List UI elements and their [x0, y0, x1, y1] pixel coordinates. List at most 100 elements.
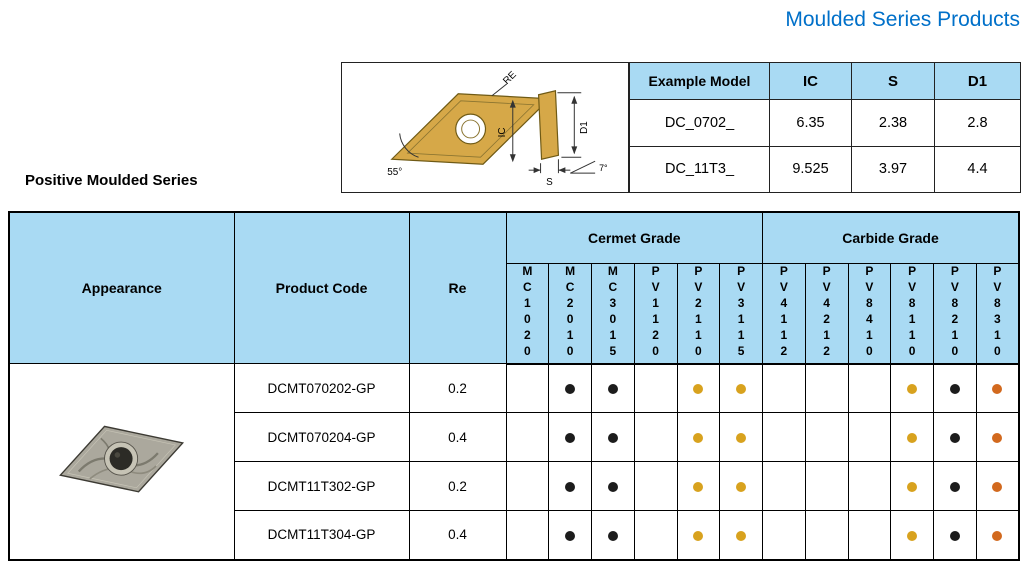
dot-cell — [762, 363, 806, 413]
col-header-carbide-grade: Carbide Grade — [762, 211, 1020, 264]
dot-cell — [890, 510, 934, 560]
dot-cell — [762, 510, 806, 560]
grade-label: PV1120 — [648, 263, 663, 360]
spec-row: DC_0702_ 6.35 2.38 2.8 — [629, 99, 1021, 147]
grade-col-pv1120: PV1120 — [633, 262, 678, 365]
dot-cell — [890, 363, 934, 413]
spec-d1-cell: 2.8 — [934, 99, 1021, 147]
dot-cell — [591, 461, 635, 511]
product-code-cell: DCMT070204-GP — [233, 412, 410, 462]
grade-dot — [992, 530, 1003, 541]
dot-cell — [633, 412, 678, 462]
dot-cell — [505, 461, 550, 511]
spec-d1-cell: 4.4 — [934, 145, 1021, 193]
dot-cell — [847, 412, 892, 462]
dot-cell — [548, 363, 592, 413]
dot-cell — [975, 510, 1020, 560]
dot-cell — [719, 412, 763, 462]
dot-cell — [719, 363, 763, 413]
dot-cell — [762, 461, 806, 511]
dot-cell — [890, 412, 934, 462]
table-row: DCMT070202-GP 0.2 — [8, 363, 1020, 560]
grade-dot — [992, 432, 1003, 443]
grade-dot — [992, 384, 1003, 395]
dot-cell — [676, 510, 721, 560]
col-header-product-code: Product Code — [233, 211, 410, 364]
grade-label: PV8310 — [990, 263, 1005, 360]
re-cell: 0.2 — [408, 363, 507, 413]
insert-dimension-diagram: RE IC 55° D1 S 7° — [341, 62, 629, 193]
grade-label: PV8210 — [947, 263, 962, 360]
grade-label: PV3115 — [734, 263, 749, 360]
grade-dot — [992, 481, 1003, 492]
grade-dot — [907, 384, 918, 395]
re-cell: 0.4 — [408, 412, 507, 462]
dimension-lines — [399, 83, 596, 174]
dot-cell — [633, 461, 678, 511]
grade-dot — [607, 530, 618, 541]
dot-cell — [804, 461, 849, 511]
grade-label: PV4212 — [819, 263, 834, 360]
dot-cell — [933, 461, 977, 511]
dot-cell — [633, 510, 678, 560]
table-row: DCMT070204-GP 0.4 — [9, 412, 1020, 462]
dot-cell — [933, 510, 977, 560]
grade-label: MC2010 — [563, 263, 578, 360]
spec-header-row: Example Model IC S D1 — [629, 62, 1021, 100]
dot-cell — [847, 510, 892, 560]
grade-col-pv3115: PV3115 — [719, 262, 763, 365]
grade-dot — [736, 481, 747, 492]
spec-s-cell: 2.38 — [851, 99, 935, 147]
spec-header-s: S — [851, 62, 935, 100]
dot-cell — [847, 363, 892, 413]
re-cell: 0.4 — [408, 510, 507, 560]
dot-cell — [804, 363, 849, 413]
grade-dot — [736, 384, 747, 395]
re-label: RE — [501, 69, 519, 87]
grade-dot — [949, 481, 960, 492]
grade-header-row: MC1020 MC2010 MC3015 PV1120 PV2110 PV311… — [9, 262, 1020, 365]
product-grade-table: Appearance Product Code Re Cermet Grade … — [8, 211, 1020, 561]
dot-cell — [804, 510, 849, 560]
product-code-cell: DCMT070202-GP — [233, 363, 410, 413]
table-row: DCMT11T302-GP 0.2 — [9, 461, 1020, 511]
grade-dot — [949, 432, 960, 443]
grade-dot — [607, 481, 618, 492]
grade-label: PV4112 — [776, 263, 791, 360]
col-header-appearance: Appearance — [8, 211, 235, 364]
dot-cell — [719, 461, 763, 511]
dot-cell — [591, 363, 635, 413]
spec-model-cell: DC_0702_ — [629, 99, 770, 147]
spec-header-ic: IC — [769, 62, 852, 100]
dot-cell — [591, 412, 635, 462]
ic-label: IC — [497, 128, 508, 138]
dimension-arrows — [509, 95, 578, 174]
grade-col-mc3015: MC3015 — [591, 262, 635, 365]
product-code-cell: DCMT11T302-GP — [233, 461, 410, 511]
dot-cell — [719, 510, 763, 560]
top-area: RE IC 55° D1 S 7° Example Model IC S D1 … — [341, 62, 1021, 193]
dot-cell — [975, 363, 1020, 413]
grade-col-pv8310: PV8310 — [975, 262, 1020, 365]
product-code-cell: DCMT11T304-GP — [233, 510, 410, 560]
grade-dot — [949, 530, 960, 541]
angle-55-label: 55° — [387, 167, 402, 178]
grade-col-pv8210: PV8210 — [933, 262, 977, 365]
table-row: DCMT11T304-GP 0.4 — [9, 510, 1020, 560]
grade-dot — [565, 481, 576, 492]
grade-label: PV2110 — [691, 263, 706, 360]
dot-cell — [847, 461, 892, 511]
grade-dot — [907, 432, 918, 443]
dot-cell — [804, 412, 849, 462]
spec-header-example-model: Example Model — [629, 62, 770, 100]
d1-label: D1 — [579, 121, 590, 134]
dot-cell — [933, 363, 977, 413]
insert-dimension-drawing: RE IC 55° D1 S 7° — [387, 69, 608, 188]
spec-s-cell: 3.97 — [851, 145, 935, 193]
dot-cell — [676, 412, 721, 462]
grade-dot — [693, 481, 704, 492]
spec-header-d1: D1 — [934, 62, 1021, 100]
dot-cell — [591, 510, 635, 560]
spec-ic-cell: 9.525 — [769, 145, 852, 193]
dot-cell — [548, 510, 592, 560]
